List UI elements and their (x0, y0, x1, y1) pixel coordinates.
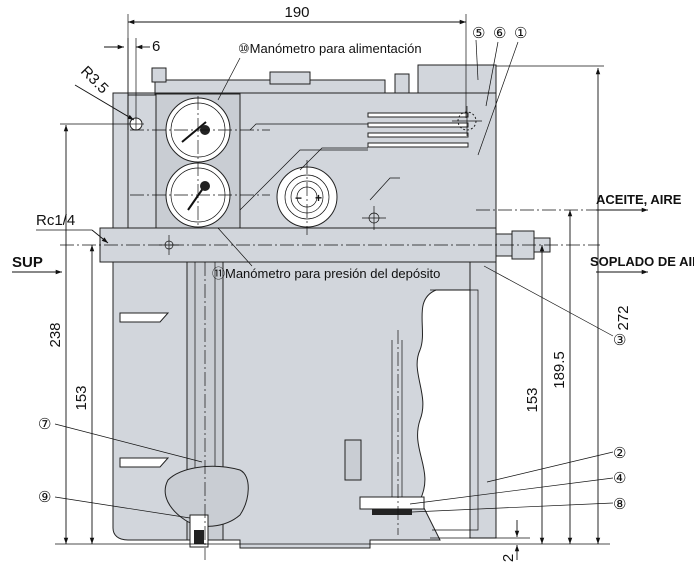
oil-air-label: ACEITE, AIRE (596, 192, 682, 207)
callout-1: ① (514, 25, 527, 42)
callout-leaders (54, 39, 614, 519)
lid-cap (269, 71, 311, 85)
slot-upper (119, 312, 170, 323)
drain-breakout (164, 465, 249, 527)
dim-2: 2 (500, 554, 517, 562)
callout-8: ⑧ (613, 496, 626, 513)
sup-label: SUP (12, 254, 43, 271)
callout-2: ② (613, 445, 626, 462)
callout-6: ⑥ (493, 25, 506, 42)
gauge-supply-label: ⑩Manómetro para alimentación (238, 41, 422, 56)
dim-153-left: 153 (73, 385, 90, 410)
port-label: Rc1/4 (36, 212, 75, 229)
dim-238: 238 (47, 322, 64, 347)
dim-6: 6 (152, 38, 160, 55)
svg-text:+: + (315, 191, 322, 205)
dim-190: 190 (284, 4, 309, 21)
svg-text:−: − (295, 191, 302, 205)
side-recess (344, 439, 362, 481)
callout-9: ⑨ (38, 489, 51, 506)
air-blow-label: SOPLADO DE AIRE (590, 254, 694, 269)
reservoir-tube (469, 261, 497, 539)
dim-153-right: 153 (524, 387, 541, 412)
radius-label: R3.5 (77, 63, 111, 97)
float-top (359, 496, 425, 510)
dim-272: 272 (615, 305, 632, 330)
drain-plug-core (194, 530, 204, 544)
lid-bolt-right (394, 73, 410, 95)
dimension-lines (12, 14, 648, 560)
slot-lower (119, 457, 170, 468)
dim-189-5: 189.5 (551, 351, 568, 389)
internal-passages (239, 112, 469, 211)
float-body (372, 509, 412, 515)
callout-5: ⑤ (472, 25, 485, 42)
callout-3: ③ (613, 332, 626, 349)
callout-4: ④ (613, 470, 626, 487)
lid-bolt-left (151, 67, 167, 83)
centerlines (60, 96, 600, 560)
callout-7: ⑦ (38, 416, 51, 433)
gauge-tank-label: ⑪Manómetro para presión del depósito (212, 266, 440, 281)
left-post (127, 94, 157, 229)
reservoir-wall (430, 289, 479, 531)
